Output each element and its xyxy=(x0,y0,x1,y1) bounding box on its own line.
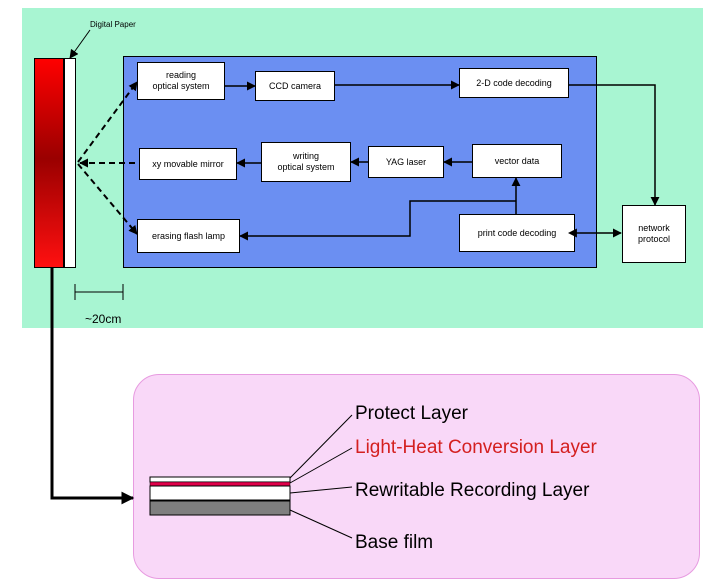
box-reading-optical-system: reading optical system xyxy=(137,62,225,100)
arrow-to-erasing-lamp xyxy=(239,200,516,241)
paper-to-layers-connector xyxy=(50,268,135,505)
leader-base-film xyxy=(289,509,353,539)
arrow-decoding-to-network xyxy=(569,84,660,206)
box-network-protocol: network protocol xyxy=(622,205,686,263)
protect-layer-strip xyxy=(149,476,291,483)
box-vector-data: vector data xyxy=(472,144,562,178)
leader-protect xyxy=(289,414,353,479)
box-erasing-flash-lamp: erasing flash lamp xyxy=(137,219,240,253)
reading-optical-path xyxy=(77,81,138,163)
box-2d-code-decoding: 2-D code decoding xyxy=(459,68,569,98)
distance-label: ~20cm xyxy=(85,312,122,326)
label-light-heat-conversion-layer: Light-Heat Conversion Layer xyxy=(355,437,597,458)
leader-rewritable xyxy=(289,486,353,494)
erasing-optical-path xyxy=(77,163,138,235)
rewritable-layer-strip xyxy=(149,485,291,501)
base-film-strip xyxy=(149,500,291,516)
light-heat-layer-strip xyxy=(149,481,291,487)
label-rewritable-recording-layer: Rewritable Recording Layer xyxy=(355,480,590,501)
digital-paper-pointer xyxy=(69,29,91,59)
digital-paper-red-layer xyxy=(34,58,64,268)
digital-paper-label: Digital Paper xyxy=(90,20,136,29)
label-protect-layer: Protect Layer xyxy=(355,403,468,424)
leader-light-heat xyxy=(289,447,353,484)
box-writing-optical-system: writing optical system xyxy=(261,142,351,182)
box-xy-movable-mirror: xy movable mirror xyxy=(139,148,237,180)
label-base-film: Base film xyxy=(355,532,434,553)
